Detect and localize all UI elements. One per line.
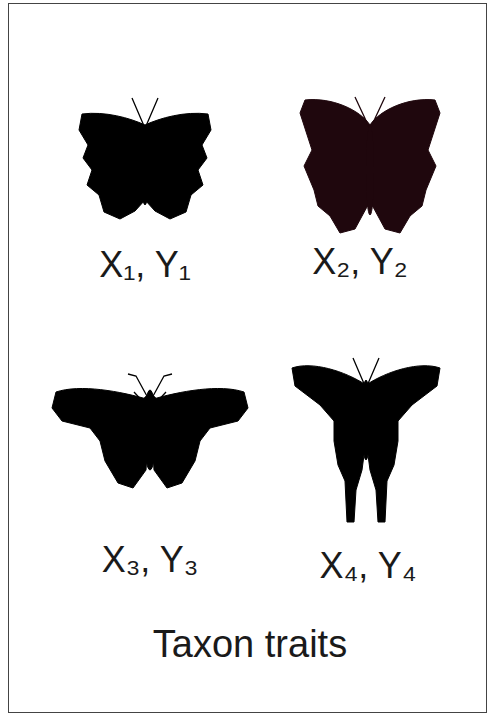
butterfly-silhouette [79,98,211,219]
trait-label: X₁, Y₁ [99,245,191,285]
frame-border [9,4,487,713]
figure-caption: Taxon traits [153,624,347,666]
trait-label: X₂, Y₂ [312,242,407,282]
trait-label: X₃, Y₃ [102,540,199,580]
butterfly-silhouette [292,358,440,522]
trait-label: X₄, Y₄ [320,546,417,586]
butterfly-silhouette [300,97,440,233]
butterfly-silhouette [52,374,248,488]
